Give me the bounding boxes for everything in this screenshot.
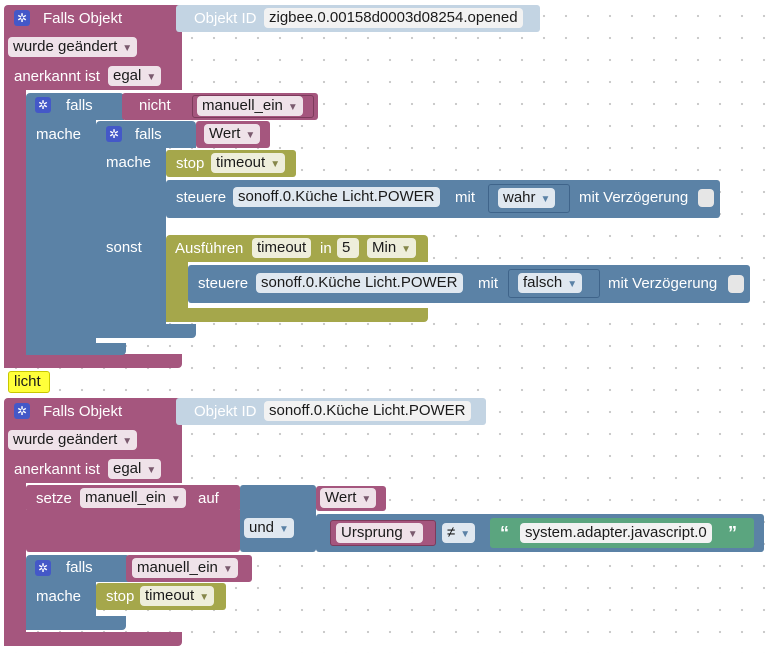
gear-icon[interactable]: ✲ [35, 560, 51, 576]
run-timeout-side [166, 260, 188, 322]
delay-checkbox[interactable] [698, 189, 714, 207]
change-dropdown[interactable]: wurde geändert▼ [8, 37, 138, 57]
gear-icon[interactable]: ✲ [14, 10, 30, 26]
delay-label: mit Verzögerung [579, 189, 689, 206]
run-timeout-bottom [166, 308, 428, 322]
set-variable-tail [26, 510, 240, 552]
do-label: mache [36, 126, 82, 143]
bool-dropdown[interactable]: wahr▼ [498, 188, 556, 208]
variable-dropdown[interactable]: manuell_ein▼ [80, 488, 186, 508]
value-dropdown[interactable]: Wert▼ [204, 124, 261, 144]
bool-dropdown[interactable]: falsch▼ [518, 273, 583, 293]
compare-operator-dropdown[interactable]: ≠▼ [442, 523, 476, 543]
quote-open-icon: “ [500, 523, 509, 543]
trigger-bottom [4, 354, 182, 368]
if-label: falls [66, 97, 93, 114]
trigger-bottom [4, 632, 182, 646]
trigger-side [4, 481, 26, 646]
trigger-title: Falls Objekt [43, 403, 123, 420]
do-label: mache [36, 588, 82, 605]
object-id-label: Objekt ID [194, 403, 257, 420]
if-label: falls [66, 559, 93, 576]
trigger-title: Falls Objekt [43, 10, 123, 27]
timeout-dropdown[interactable]: timeout▼ [211, 153, 286, 173]
if-outer-bottom [26, 343, 126, 355]
stop-label: stop [106, 588, 135, 605]
stop-label: stop [176, 155, 205, 172]
delay-label: mit Verzögerung [608, 275, 718, 292]
delay-number-field[interactable]: 5 [337, 238, 359, 258]
gear-icon[interactable]: ✲ [14, 403, 30, 419]
timeout-dropdown[interactable]: timeout▼ [140, 586, 215, 606]
with-label: mit [478, 275, 498, 292]
ack-dropdown[interactable]: egal▼ [108, 459, 162, 479]
control-label: steuere [198, 275, 249, 292]
do-label: mache [106, 154, 152, 171]
if-outer-side [26, 118, 96, 355]
in-label: in [320, 240, 332, 257]
object-id-field[interactable]: sonoff.0.Küche Licht.POWER [264, 401, 471, 421]
object-id-label: Objekt ID [194, 10, 257, 27]
run-label: Ausführen [175, 240, 244, 257]
if-label: falls [135, 126, 162, 143]
quote-close-icon: ” [728, 523, 737, 543]
with-label: mit [455, 189, 475, 206]
control-target-field[interactable]: sonoff.0.Küche Licht.POWER [233, 187, 440, 207]
if-bottom [26, 616, 126, 630]
logic-operator-dropdown[interactable]: und▼ [244, 518, 294, 538]
to-label: auf [198, 490, 219, 507]
comment-tag[interactable] [8, 371, 50, 393]
trigger-side [4, 88, 26, 368]
gear-icon[interactable]: ✲ [35, 97, 51, 113]
else-label: sonst [106, 239, 142, 256]
ack-label: anerkannt ist [14, 461, 100, 478]
if-inner-side [96, 146, 166, 338]
timeout-dropdown[interactable]: timeout [252, 238, 312, 258]
comment-text: licht [14, 373, 41, 390]
if-inner-bottom [96, 324, 196, 338]
string-field[interactable]: system.adapter.javascript.0 [520, 523, 712, 543]
variable-dropdown[interactable]: manuell_ein▼ [197, 96, 303, 116]
ack-label: anerkannt ist [14, 68, 100, 85]
not-label: nicht [139, 97, 171, 114]
set-label: setze [36, 490, 72, 507]
origin-dropdown[interactable]: Ursprung▼ [336, 523, 423, 543]
control-target-field[interactable]: sonoff.0.Küche Licht.POWER [256, 273, 463, 293]
control-label: steuere [176, 189, 227, 206]
ack-dropdown[interactable]: egal▼ [108, 66, 162, 86]
variable-dropdown[interactable]: manuell_ein▼ [132, 558, 238, 578]
gear-icon[interactable]: ✲ [106, 126, 122, 142]
unit-dropdown[interactable]: Min▼ [367, 238, 417, 258]
object-id-field[interactable]: zigbee.0.00158d0003d08254.opened [264, 8, 523, 28]
value-dropdown[interactable]: Wert▼ [320, 488, 377, 508]
delay-checkbox[interactable] [728, 275, 744, 293]
change-dropdown[interactable]: wurde geändert▼ [8, 430, 138, 450]
